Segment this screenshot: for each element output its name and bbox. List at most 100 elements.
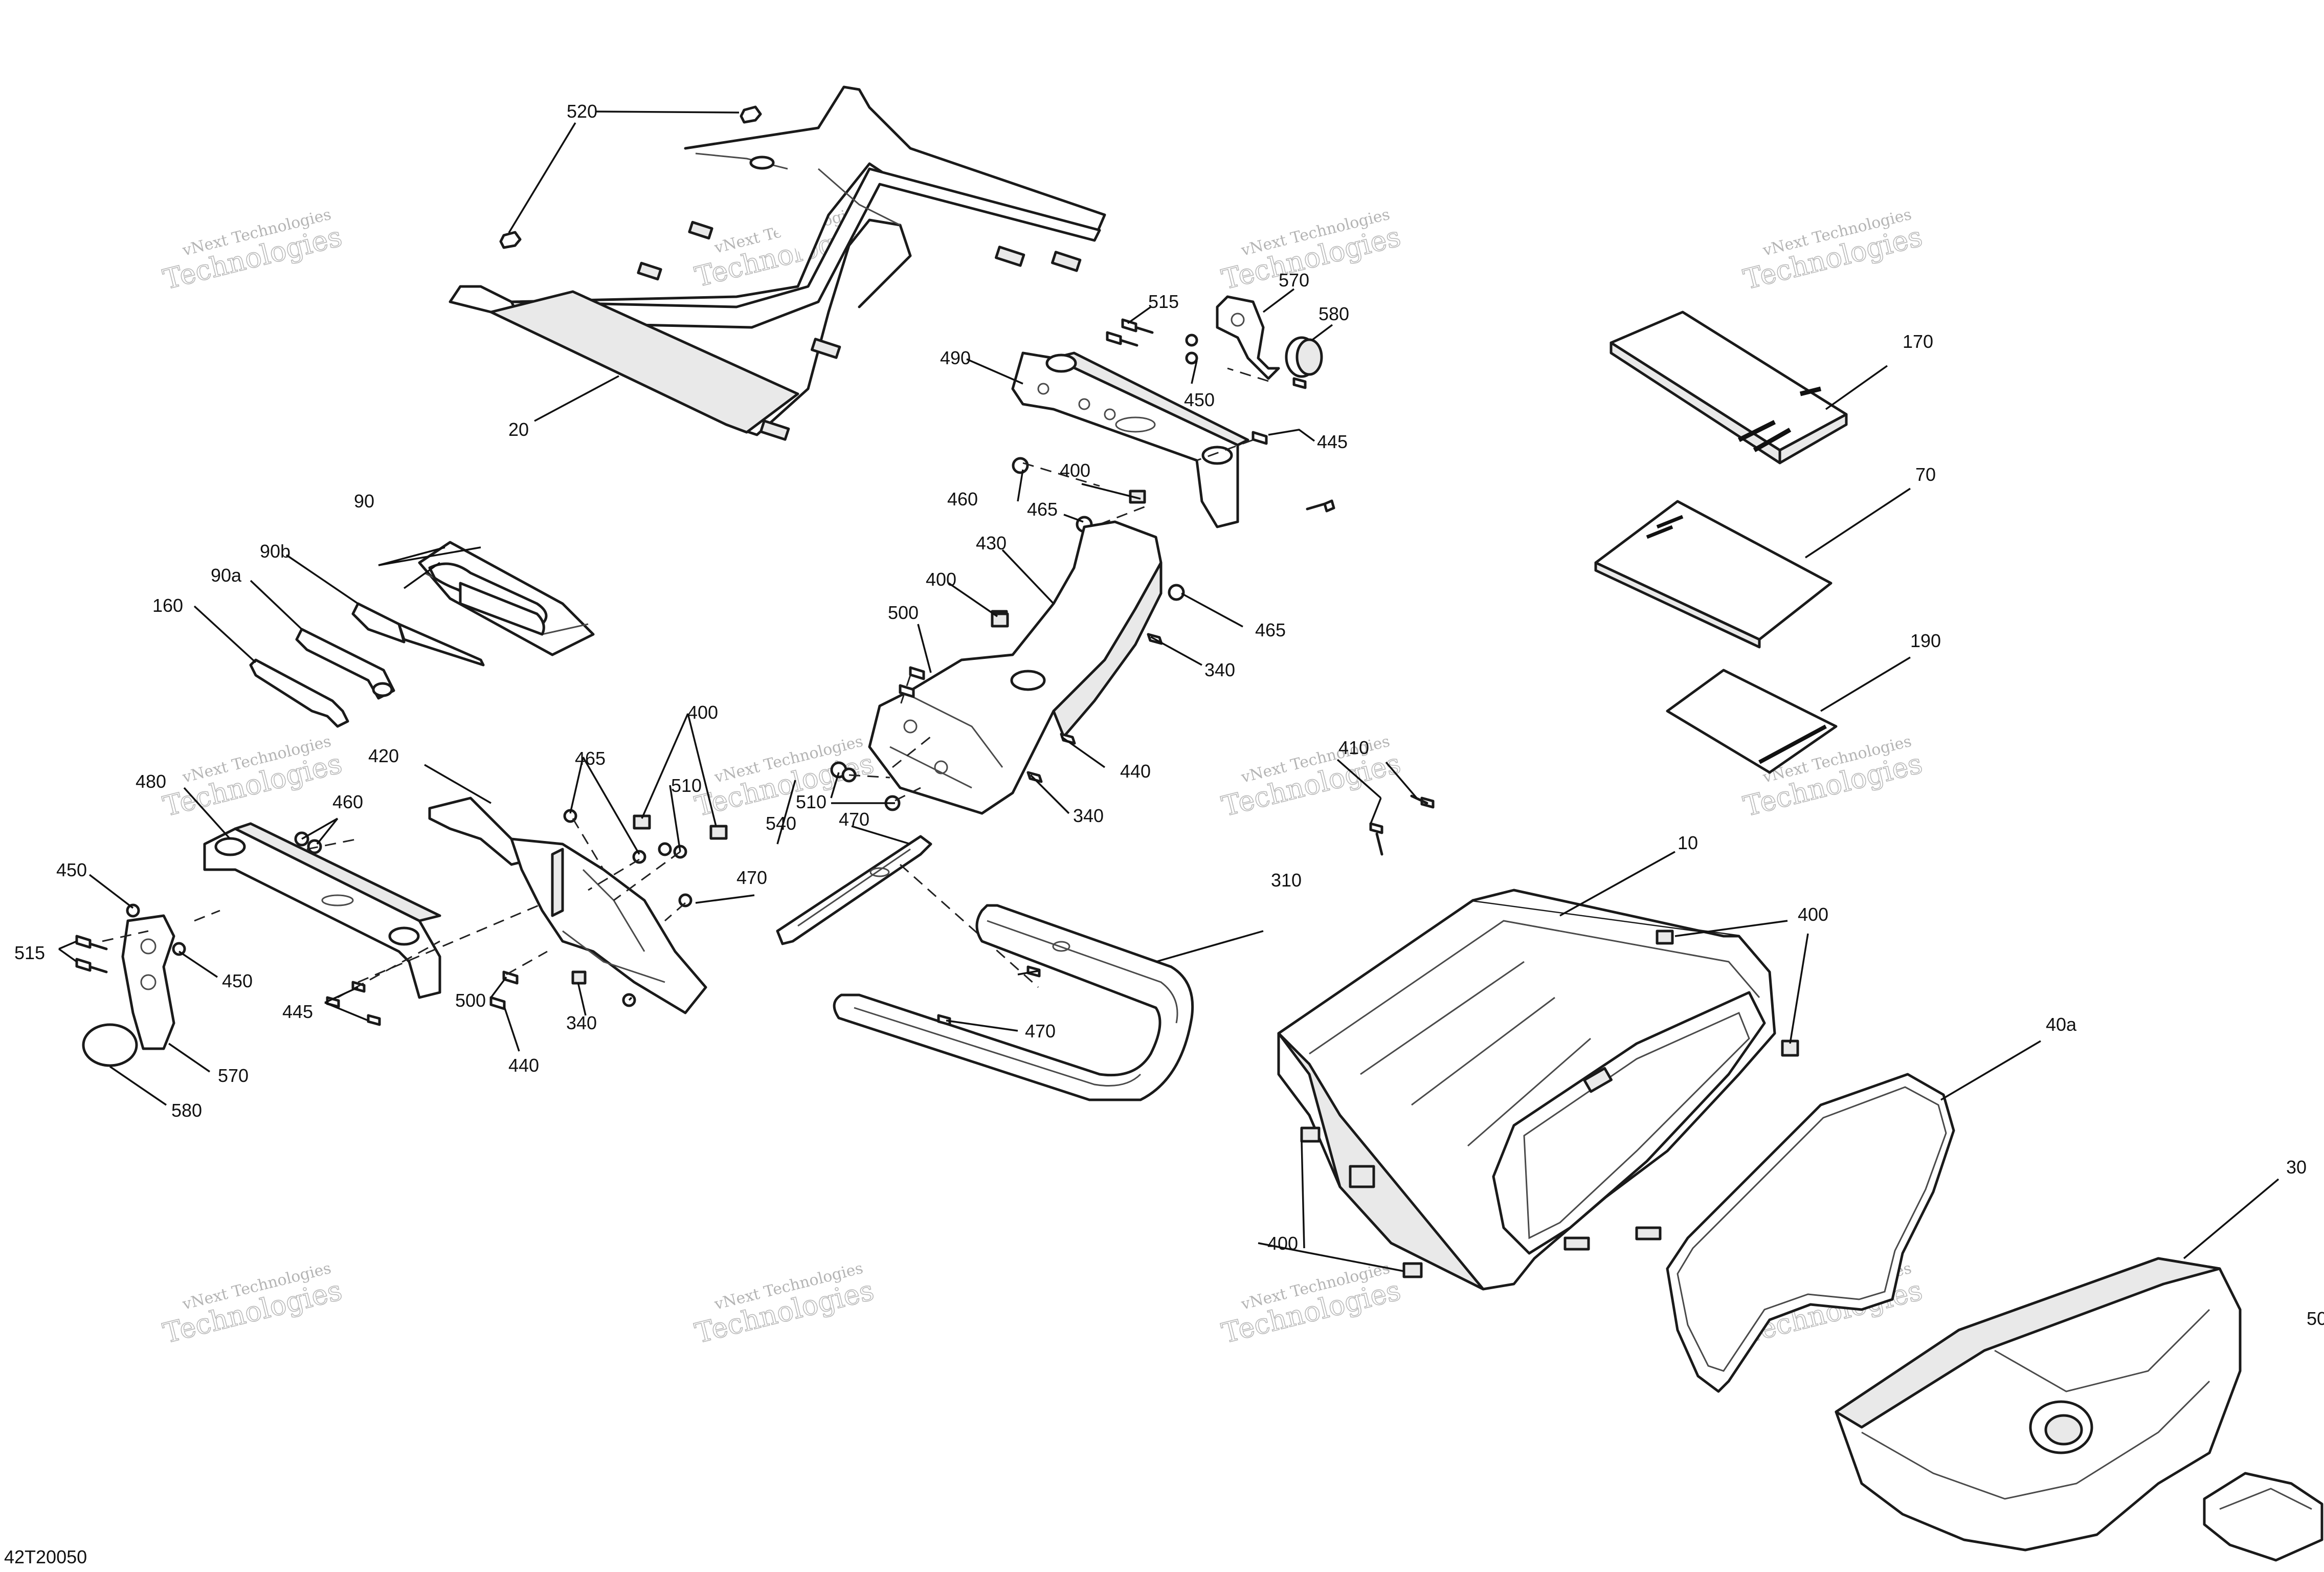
callout-400: 400 <box>687 702 718 723</box>
part-50-latch <box>2203 1472 2323 1562</box>
watermark: vNext Technologies Technologies <box>160 733 346 823</box>
callout-500: 500 <box>888 602 919 623</box>
callout-170: 170 <box>1903 331 1933 352</box>
callout-450: 450 <box>1184 389 1215 410</box>
part-90a-socket-tool <box>295 628 395 700</box>
callout-labels: 520 20 515 570 580 490 450 445 460 400 4… <box>14 101 2324 1329</box>
callout-465: 465 <box>1027 499 1058 520</box>
callout-540: 540 <box>766 813 796 834</box>
bushing <box>388 926 420 946</box>
callout-440: 440 <box>1120 761 1151 782</box>
callout-400: 400 <box>926 569 956 590</box>
callout-400: 400 <box>1267 1233 1298 1254</box>
callout-570: 570 <box>218 1065 249 1086</box>
callout-400: 400 <box>1798 904 1828 925</box>
callout-450: 450 <box>56 859 87 880</box>
part-190-booklet <box>1666 669 1838 774</box>
callout-20: 20 <box>508 419 529 440</box>
callout-510: 510 <box>796 791 826 812</box>
part-10-storage-box <box>1277 889 1799 1291</box>
callout-470: 470 <box>736 867 767 888</box>
part-490-upper-bracket <box>1011 351 1249 528</box>
bushing <box>214 837 246 856</box>
part-460-bracket-plate <box>510 837 707 1014</box>
leader-lines <box>58 110 2280 1272</box>
clip <box>1656 929 1674 945</box>
callout-515: 515 <box>1148 291 1179 312</box>
fasteners-center-left <box>489 809 728 1010</box>
callout-310: 310 <box>1271 870 1302 891</box>
nut <box>1168 584 1185 601</box>
callout-510: 510 <box>671 775 702 796</box>
callout-70: 70 <box>1915 464 1936 485</box>
part-170-booklet <box>1610 311 1848 464</box>
callout-515: 515 <box>14 942 45 963</box>
callout-440: 440 <box>508 1055 539 1076</box>
callout-410: 410 <box>1338 737 1369 758</box>
callout-430: 430 <box>976 533 1007 553</box>
watermark: vNext Technologies Technologies <box>1218 733 1404 823</box>
callout-470: 470 <box>839 809 869 830</box>
watermark: vNext Technologies Technologies <box>691 1259 878 1350</box>
clip <box>1300 1126 1321 1143</box>
part-90-tool-kit <box>418 541 595 656</box>
callout-465: 465 <box>575 748 606 769</box>
callout-90b: 90b <box>260 541 290 562</box>
watermark: vNext Technologies Technologies <box>1218 1259 1404 1350</box>
callout-480: 480 <box>136 771 166 792</box>
callout-460: 460 <box>947 489 978 510</box>
part-70-booklet <box>1594 500 1833 649</box>
callout-580: 580 <box>1319 303 1349 324</box>
watermark: vNext Technologies Technologies <box>160 1259 346 1350</box>
part-410-bolts <box>1369 794 1435 856</box>
nut <box>1012 457 1029 474</box>
callout-90a: 90a <box>211 565 242 586</box>
callout-340: 340 <box>1204 659 1235 680</box>
hole <box>749 156 775 170</box>
part-580-cap-upper <box>1285 336 1323 378</box>
callout-190: 190 <box>1910 630 1941 651</box>
part-40a-seal <box>1666 1073 1955 1393</box>
callout-460: 460 <box>332 791 363 812</box>
bushing <box>1045 353 1077 373</box>
callout-340: 340 <box>566 1012 597 1033</box>
drawing-id: 42T20050 <box>4 1546 87 1567</box>
part-20-cover-tray <box>449 85 1106 441</box>
part-160-wrench <box>249 658 349 728</box>
part-540-strap <box>776 835 932 945</box>
clip <box>1402 1262 1423 1278</box>
callout-470: 470 <box>1025 1021 1056 1042</box>
callout-450: 450 <box>222 970 253 991</box>
part-30-lid <box>1835 1257 2242 1552</box>
callout-580: 580 <box>171 1100 202 1121</box>
callout-520: 520 <box>567 101 597 122</box>
part-90b-screwdriver <box>351 602 485 667</box>
callout-50: 50 <box>2307 1308 2324 1329</box>
part-520-rivet <box>499 105 762 249</box>
callout-400: 400 <box>1060 460 1090 481</box>
fasteners-310 <box>937 965 1041 1026</box>
part-570-plate-upper <box>1216 295 1280 380</box>
part-480-lower-bracket <box>203 822 441 999</box>
callout-420: 420 <box>368 745 399 766</box>
part-310-tube-bar <box>833 904 1194 1101</box>
callout-465: 465 <box>1255 619 1286 640</box>
callout-30: 30 <box>2286 1157 2307 1178</box>
callout-10: 10 <box>1678 832 1698 853</box>
part-430-center-support <box>868 520 1163 815</box>
callout-160: 160 <box>152 595 183 616</box>
callout-340: 340 <box>1073 805 1104 826</box>
callout-445: 445 <box>1317 431 1348 452</box>
watermark: vNext Technologies Technologies <box>160 206 346 296</box>
callout-445: 445 <box>282 1001 313 1022</box>
callout-40a: 40a <box>2046 1014 2077 1035</box>
part-570-plate-lower <box>121 914 175 1050</box>
mount-hole <box>1010 670 1046 691</box>
watermark: vNext Technologies Technologies <box>1740 206 1926 296</box>
callout-90: 90 <box>354 491 374 512</box>
part-580-cap-lower <box>82 1023 138 1067</box>
bushing <box>1201 446 1233 465</box>
callout-570: 570 <box>1279 270 1309 291</box>
callout-500: 500 <box>455 990 486 1011</box>
